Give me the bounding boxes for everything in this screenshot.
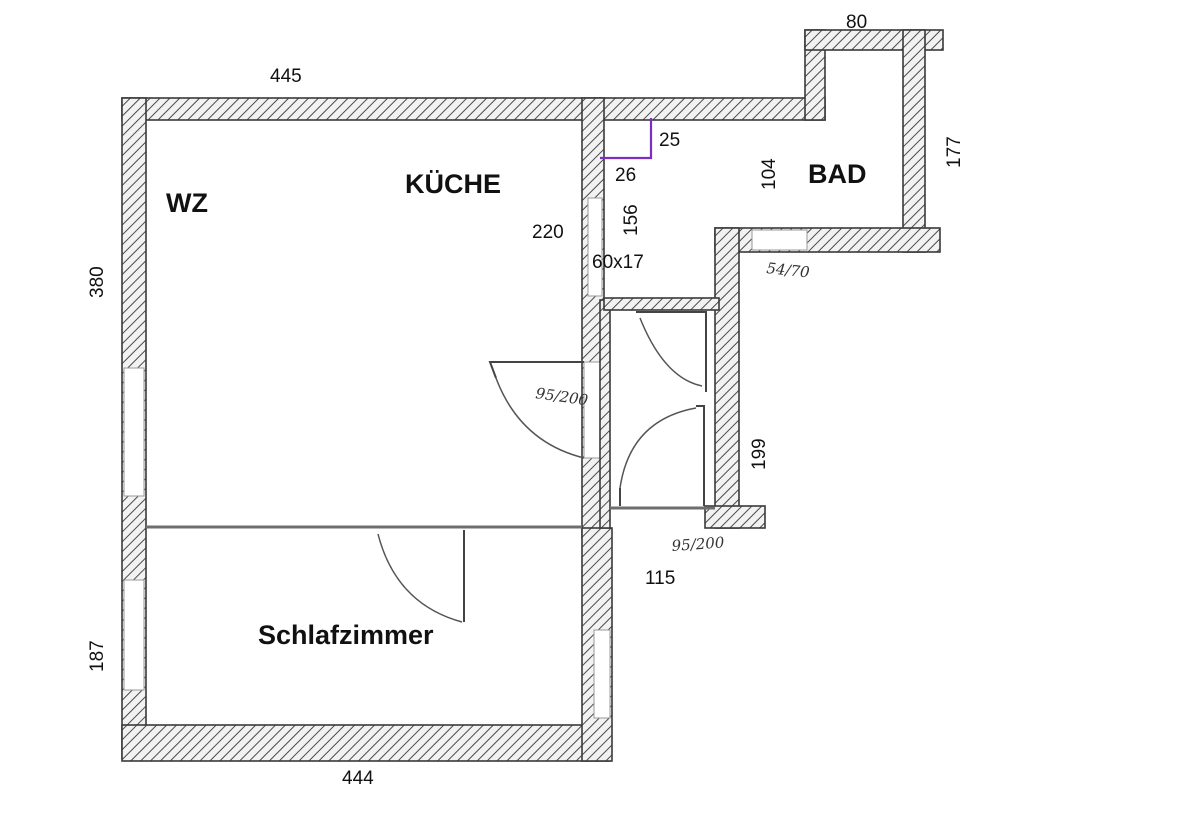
dim-bad-right: 177 [944,136,965,168]
room-bad: BAD [808,159,867,189]
wall-hall-right [714,227,740,529]
dim-niche-size: 60x17 [592,252,644,273]
wall-top-corridor [599,97,826,121]
bad-door-arc [639,317,703,387]
doors [377,311,707,623]
dim-left-lower: 187 [87,640,108,672]
bad-door-leaf [636,311,707,392]
wall-hall-left [599,299,611,529]
note-hall-door: 95/200 [671,533,725,555]
dim-hall-bottom: 115 [645,568,675,589]
wall-bad-right [902,29,926,253]
wall-hall-top [603,297,720,311]
wall-bad-bottom [714,227,941,253]
walls [121,29,944,762]
dim-corner-vertical: 25 [659,130,680,151]
kitchen-door-arc [495,377,585,459]
hall-door-arc [619,407,697,489]
wall-top [121,97,601,121]
window-bedroom-right [593,629,611,719]
niche-60x17 [587,197,603,297]
wall-hall-bottom [704,505,766,529]
bedroom-door-arc [377,533,463,623]
window-schlafzimmer [123,579,145,691]
note-bad-window: 54/70 [766,259,811,281]
dim-kitchen-wall: 220 [532,222,564,243]
dim-bottom-width: 444 [342,768,374,789]
dim-hall-right: 199 [749,438,770,470]
corner-marker [600,118,653,160]
bad-window [751,229,808,251]
room-schlafzimmer: Schlafzimmer [258,620,434,650]
dim-left-upper: 380 [87,266,108,298]
window-wz [123,367,145,497]
room-kueche: KÜCHE [405,169,501,199]
dim-corner-horizontal: 26 [615,165,636,186]
hall-door-frame [696,405,705,506]
dim-top-width: 445 [270,66,302,87]
room-wz: WZ [166,188,208,218]
kitchen-door-leaf [488,361,584,379]
dim-niche-height: 156 [621,204,642,236]
wall-bottom [121,724,611,762]
dim-bad-top: 80 [846,12,867,33]
dim-bad-left: 104 [759,158,780,190]
